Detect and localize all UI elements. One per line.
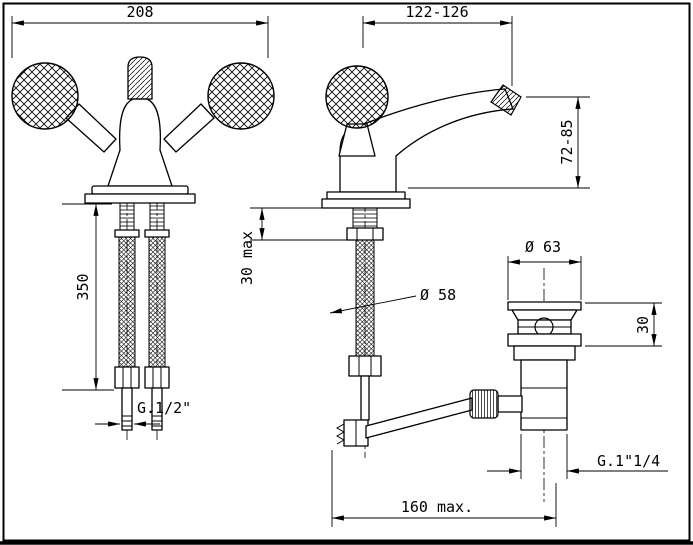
popup-rod-assembly — [335, 375, 473, 447]
side-view — [321, 65, 522, 458]
supply-hose-side — [346, 207, 384, 377]
dim-label-208: 208 — [126, 3, 153, 21]
spout-outlet-front — [127, 56, 153, 100]
waste-tailpiece — [520, 359, 568, 431]
dim-rod-reach: 160 max. — [331, 450, 557, 527]
left-supply-hose — [114, 202, 140, 431]
ball-joint-socket — [497, 395, 523, 413]
dim-hose-length: 350 — [62, 203, 114, 391]
base-flange — [91, 185, 189, 195]
dim-label-dia63: Ø 63 — [525, 238, 561, 256]
right-crystal-handle — [207, 62, 275, 130]
faucet-body-front — [107, 98, 173, 187]
right-supply-hose — [144, 202, 170, 431]
dim-label-350: 350 — [74, 273, 92, 300]
base-flange-side — [326, 191, 406, 200]
dim-label-160max: 160 max. — [401, 498, 473, 516]
base-plate-side — [321, 198, 411, 209]
crystal-handle-side — [325, 65, 389, 129]
spout-tip — [490, 84, 522, 116]
dim-deck-thickness: 30 max — [238, 207, 350, 285]
waste-assembly — [469, 268, 582, 502]
dim-label-30: 30 — [634, 316, 652, 334]
base-plate — [84, 193, 196, 204]
horizontal-rod — [365, 397, 473, 439]
dim-waste-diameter: Ø 63 — [507, 238, 582, 300]
knurled-ball-nut — [469, 389, 499, 419]
dim-base-diameter: Ø 58 — [329, 286, 456, 314]
front-view — [11, 56, 275, 440]
left-crystal-handle — [11, 62, 79, 130]
waste-plug-cap — [507, 301, 582, 311]
dim-label-g1-2: G.1/2" — [137, 399, 191, 417]
dim-label-30max: 30 max — [238, 231, 256, 285]
dim-label-122-126: 122-126 — [405, 3, 468, 21]
dim-label-72-85: 72-85 — [558, 119, 576, 164]
dim-waste-height: 30 — [585, 302, 662, 347]
dim-spout-reach: 122-126 — [362, 3, 513, 86]
dim-supply-thread: G.1/2" — [95, 399, 191, 427]
dim-label-dia58: Ø 58 — [420, 286, 456, 304]
waste-body — [513, 345, 576, 361]
dim-waste-thread: G.1"1/4 — [487, 434, 668, 479]
dim-spout-height: 72-85 — [408, 96, 590, 189]
right-handle-stem — [163, 103, 215, 153]
waste-flange — [507, 333, 582, 347]
dim-label-g1-14: G.1"1/4 — [597, 452, 660, 470]
dim-front-overall-width: 208 — [11, 3, 269, 58]
